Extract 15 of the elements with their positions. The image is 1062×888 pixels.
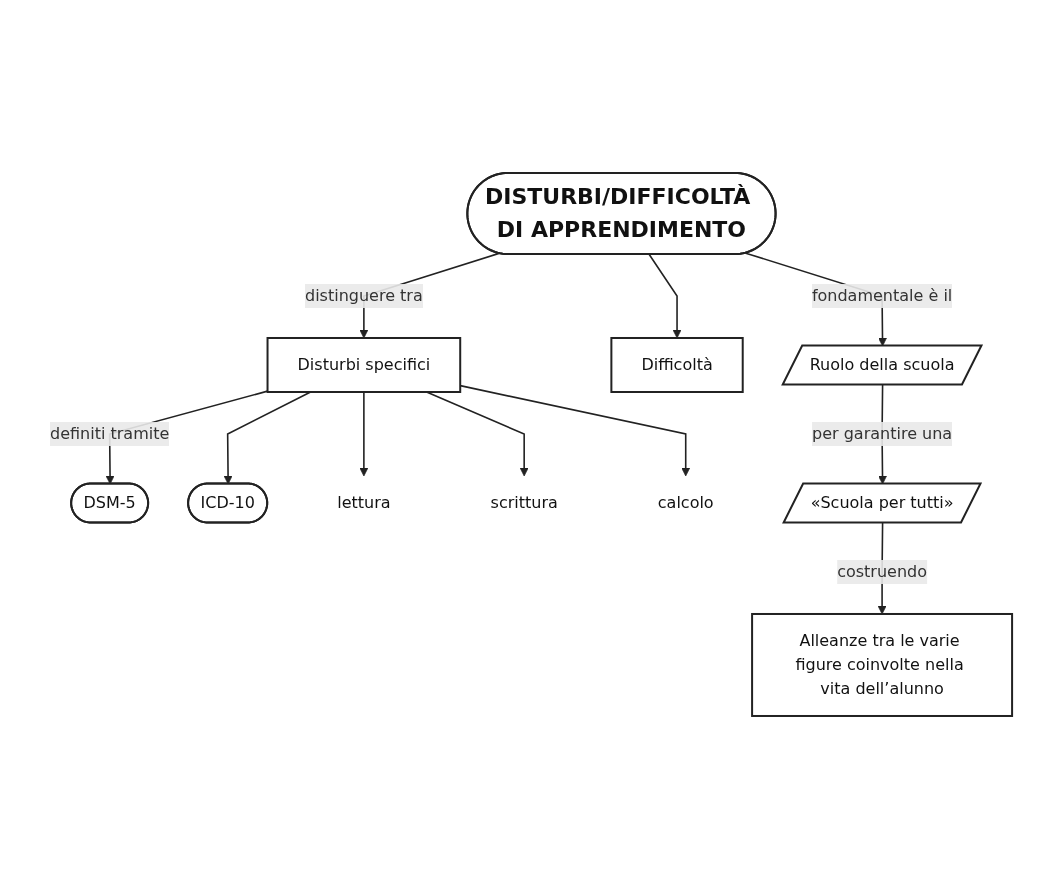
node-text: calcolo [657, 492, 714, 512]
node-box: Difficoltà [610, 336, 744, 393]
arrow [223, 390, 312, 484]
arrow [425, 390, 529, 476]
arrow [359, 390, 369, 476]
node-box: Alleanze tra le varie figure coinvolte nella vita dell’alunno [751, 612, 1014, 717]
node-text: scrittura [490, 492, 558, 512]
edge-label: definiti tramite [49, 423, 170, 443]
node-text: lettura [337, 492, 391, 512]
arrow [648, 253, 682, 338]
edge-label: costruendo [837, 561, 927, 581]
edge-label: distinguere tra [304, 285, 423, 305]
node-box: Disturbi specifici [266, 336, 462, 393]
edge-label: per garantire una [811, 423, 953, 443]
edge-label: fondamentale è il [811, 285, 953, 305]
